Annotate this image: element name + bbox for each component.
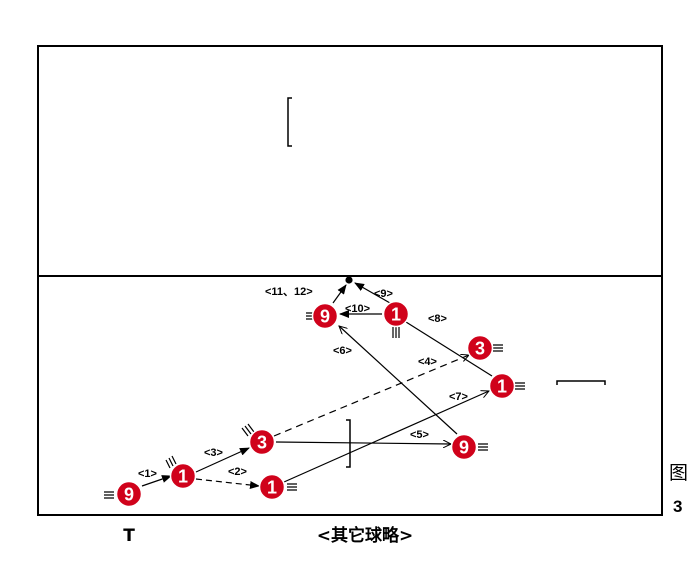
- step-label-3: <3>: [204, 447, 223, 459]
- diagram-caption: <其它球略>: [317, 525, 414, 546]
- step-labels: <1> <2> <3> <4> <5> <6> <7> <8> <9> <10>…: [138, 286, 468, 480]
- player-circle: [169, 462, 197, 490]
- path-8: [405, 321, 493, 377]
- step-label-2: <2>: [228, 466, 247, 478]
- step-label-10: <10>: [345, 303, 370, 315]
- step-label-11-12: <11、12>: [265, 286, 313, 298]
- step-label-4: <4>: [418, 356, 437, 368]
- step-label-8: <8>: [428, 313, 447, 325]
- player-circle: [466, 334, 494, 362]
- player-circle: [258, 473, 286, 501]
- player-number: 3: [257, 433, 267, 453]
- step-label-7: <7>: [449, 391, 468, 403]
- player-marker: 9: [115, 480, 143, 508]
- player-number: 1: [497, 377, 507, 397]
- path-1: [141, 475, 172, 487]
- path-5: [275, 442, 451, 444]
- player-marker: 9: [311, 302, 339, 330]
- path-7: [283, 391, 489, 483]
- player-number: 9: [459, 438, 469, 458]
- player-tick-marks: [104, 312, 525, 499]
- step-label-1: <1>: [138, 468, 157, 480]
- player-marker: 1: [258, 473, 286, 501]
- player-number: 1: [178, 467, 188, 487]
- player-marker: 1: [169, 462, 197, 490]
- player-circle: [382, 300, 410, 328]
- player-circle: [115, 480, 143, 508]
- player-circle: [311, 302, 339, 330]
- path-2: [195, 478, 260, 489]
- step-label-9: <9>: [374, 288, 393, 300]
- bracket-mark-right: [556, 380, 606, 385]
- player-number: 9: [124, 485, 134, 505]
- path-4: [273, 355, 469, 437]
- figure-label-char: 图: [669, 462, 688, 484]
- figure-label-number: 3: [673, 497, 682, 516]
- player-circle: [450, 433, 478, 461]
- player-marker: 3: [466, 334, 494, 362]
- path-3: [195, 447, 250, 473]
- player-number: 1: [267, 478, 277, 498]
- player-circle: [248, 428, 276, 456]
- player-number: 9: [320, 307, 330, 327]
- step-label-5: <5>: [410, 429, 429, 441]
- player-circle: [488, 372, 516, 400]
- player-marker: 1: [488, 372, 516, 400]
- court-outline: [37, 45, 663, 516]
- upper-bracket-mark: [287, 97, 292, 147]
- ball: [345, 276, 353, 284]
- bracket-mark-center: [346, 419, 351, 468]
- player-number: 3: [475, 339, 485, 359]
- setter-mark: T: [123, 526, 135, 546]
- path-6: [339, 326, 458, 435]
- movement-lines: [141, 282, 493, 489]
- step-label-6: <6>: [333, 345, 352, 357]
- path-11-12: [332, 284, 347, 304]
- player-marker: 9: [450, 433, 478, 461]
- player-number: 1: [391, 305, 401, 325]
- player-marker: 1: [382, 300, 410, 328]
- path-9: [354, 282, 391, 304]
- player-marker: 3: [248, 428, 276, 456]
